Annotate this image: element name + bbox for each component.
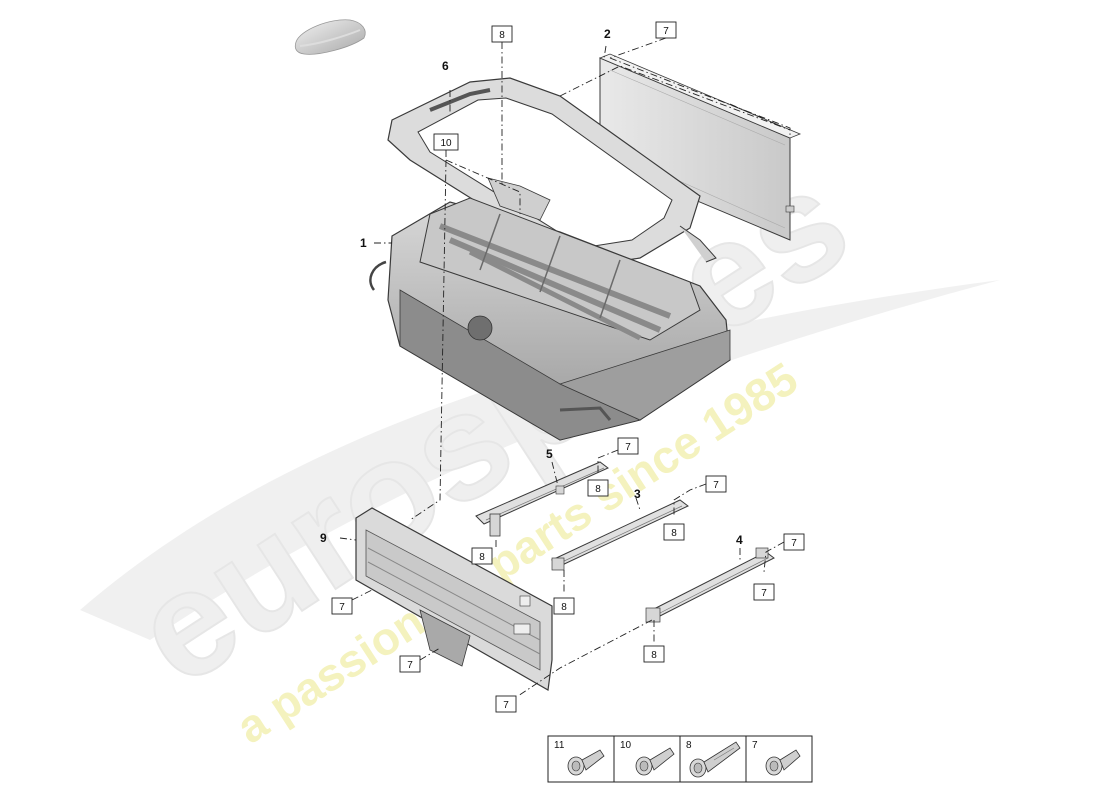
boxed-references: 7 8 10 7 8 7 8 7 8 7 8 8 7 7 7 8: [0, 0, 805, 713]
svg-text:10: 10: [620, 740, 632, 751]
legend-cell-11: 11: [554, 740, 605, 776]
svg-text:7: 7: [407, 660, 413, 671]
ref-box: 7: [753, 583, 775, 601]
svg-text:7: 7: [752, 740, 758, 751]
ref-box: 8: [643, 645, 665, 663]
svg-text:7: 7: [503, 700, 509, 711]
callout-1: 1: [360, 236, 367, 250]
short-bolt-icon: [765, 749, 801, 776]
svg-text:8: 8: [595, 484, 601, 495]
ref-box: 8: [663, 523, 685, 541]
callout-5: 5: [546, 447, 553, 461]
svg-text:7: 7: [761, 588, 767, 599]
ref-box: 8: [553, 597, 575, 615]
callout-9: 9: [320, 531, 327, 545]
callout-4: 4: [736, 533, 743, 547]
ref-box: 8: [471, 547, 493, 565]
svg-text:8: 8: [499, 30, 505, 41]
svg-text:7: 7: [625, 442, 631, 453]
callout-2: 2: [604, 27, 611, 41]
ref-box: 10: [433, 133, 459, 151]
svg-text:7: 7: [663, 26, 669, 37]
svg-text:10: 10: [440, 138, 452, 149]
part-6-frame: [387, 77, 717, 267]
svg-text:8: 8: [671, 528, 677, 539]
part-1-battery-assembly: [369, 197, 731, 441]
svg-text:7: 7: [339, 602, 345, 613]
ref-box: 7: [399, 655, 421, 673]
legend-cell-7: 7: [752, 740, 801, 776]
svg-text:8: 8: [479, 552, 485, 563]
legend-cell-8: 8: [686, 740, 741, 778]
part-5-bracket: [475, 461, 609, 537]
ref-box: 7: [655, 21, 677, 39]
svg-text:7: 7: [713, 480, 719, 491]
svg-text:8: 8: [561, 602, 567, 613]
flange-bolt-icon: [635, 747, 675, 776]
part-3-bracket: [551, 499, 689, 571]
legend-cell-10: 10: [620, 740, 675, 776]
leader-lines: [339, 37, 791, 697]
ref-box: 7: [495, 695, 517, 713]
vehicle-silhouette-icon: [294, 19, 366, 55]
part-9-cover-plate: [355, 507, 553, 691]
ref-box: 7: [331, 597, 353, 615]
svg-text:7: 7: [791, 538, 797, 549]
ref-box: 7: [705, 475, 727, 493]
svg-text:8: 8: [651, 650, 657, 661]
svg-text:11: 11: [554, 740, 565, 751]
part-4-bracket: [645, 547, 775, 623]
ref-box: 7: [783, 533, 805, 551]
callout-3: 3: [634, 487, 641, 501]
fastener-legend: 11 10 8 7: [547, 735, 813, 783]
callout-6: 6: [442, 59, 449, 73]
ref-box: 7: [617, 437, 639, 455]
callout-labels: 1 2 3 4 5 6 9: [320, 27, 743, 547]
ref-box: 8: [491, 25, 513, 43]
ref-box: 8: [0, 0, 6, 3]
svg-text:8: 8: [686, 740, 692, 751]
long-bolt-icon: [689, 741, 741, 778]
flange-bolt-icon: [567, 749, 605, 776]
ref-box: 8: [587, 479, 609, 497]
